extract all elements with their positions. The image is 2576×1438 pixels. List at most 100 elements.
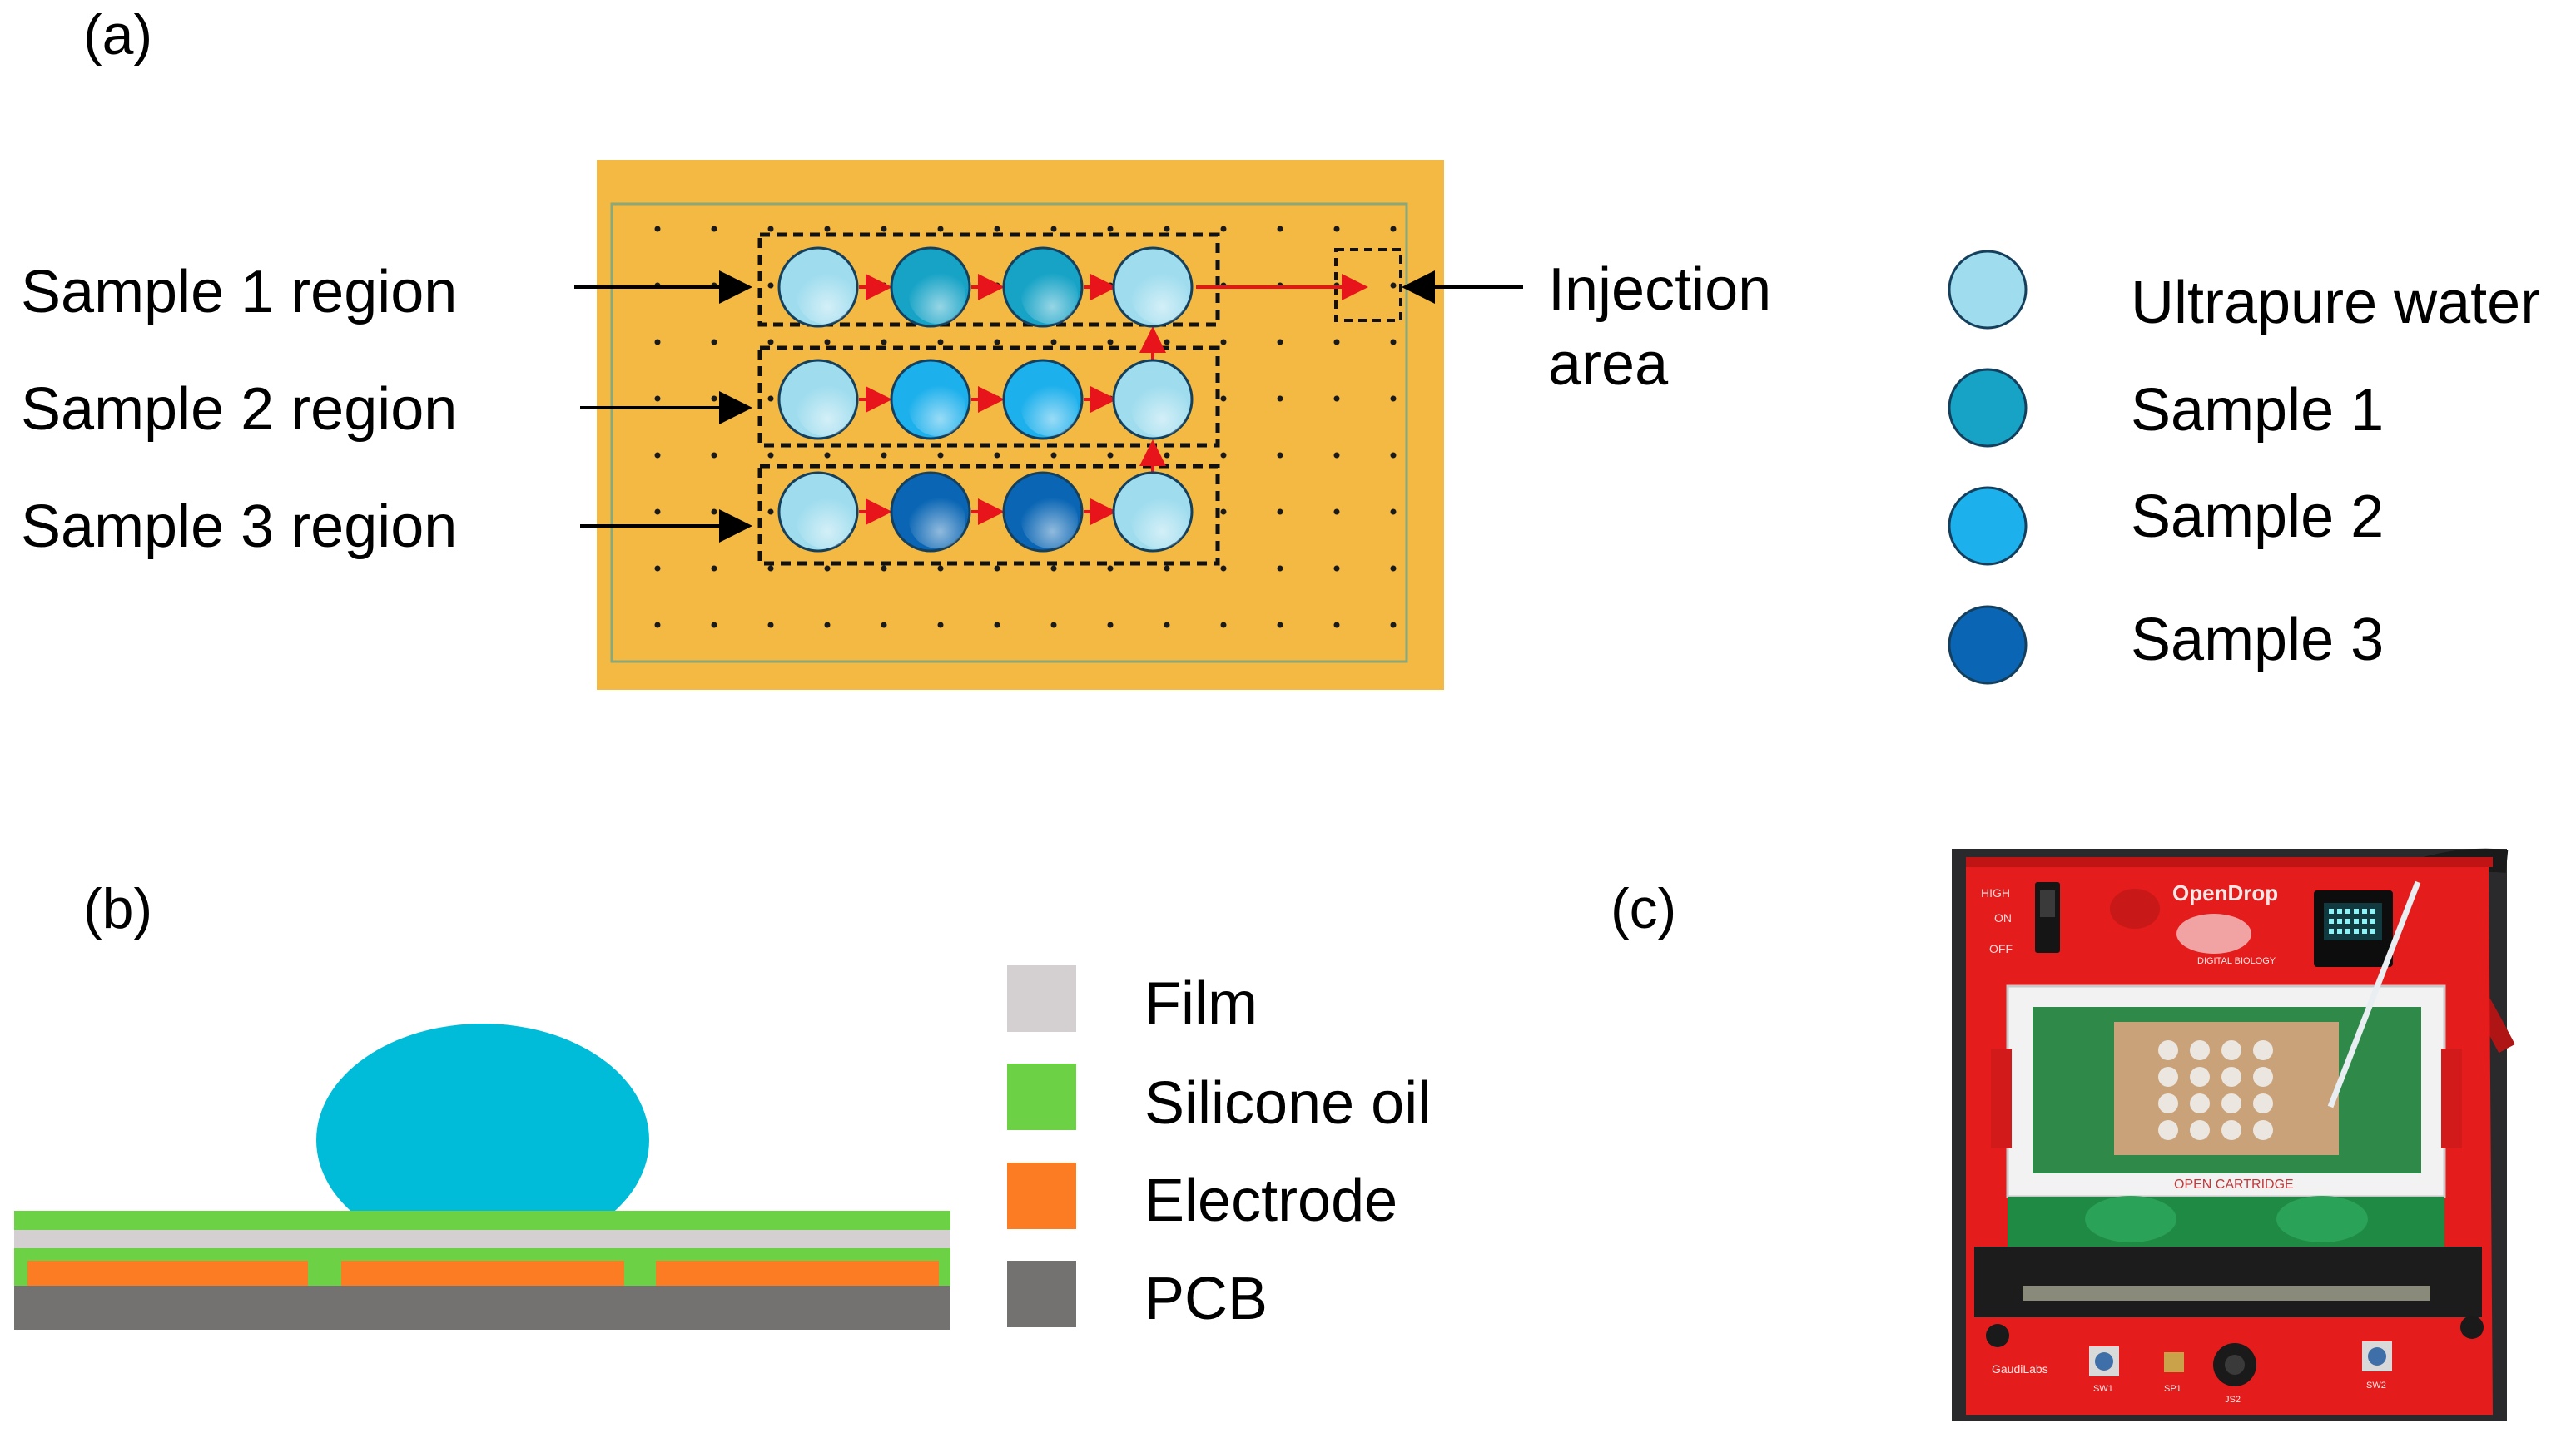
electrode-dot <box>937 622 944 628</box>
layer-legend: Film Silicone oil Electrode PCB <box>1007 965 1431 1332</box>
chip-droplet <box>2221 1067 2241 1087</box>
electrode-dot <box>994 226 1000 232</box>
panel-label-b: (b) <box>83 877 152 940</box>
board-pad <box>2085 1196 2176 1242</box>
droplet-highlight <box>909 492 965 548</box>
panel-a: Sample 1 region Sample 2 region Sample 3… <box>21 160 2540 690</box>
droplet-ultrapure-water <box>1112 246 1194 328</box>
electrode-grid <box>654 226 1397 628</box>
legend-item-film: Film <box>1007 965 1258 1037</box>
droplet-highlight <box>797 492 853 548</box>
electrode-segment <box>341 1261 624 1286</box>
droplet-sample-1 <box>890 246 971 328</box>
electrode-dot <box>1220 395 1227 402</box>
droplet-highlight <box>909 267 965 324</box>
chip-droplet <box>2190 1093 2210 1113</box>
droplet-highlight <box>797 379 853 436</box>
electrode-dot <box>937 565 944 572</box>
electrode-dot <box>1107 339 1114 345</box>
legend-swatch <box>1007 965 1076 1032</box>
legend-swatch <box>1007 1064 1076 1130</box>
chip-droplet <box>2221 1120 2241 1140</box>
electrode-dot <box>711 565 717 572</box>
droplet-grid <box>777 246 1194 553</box>
electrode-dot <box>654 622 661 628</box>
oled-pixel <box>2337 919 2342 924</box>
board-subtitle: DIGITAL BIOLOGY <box>2197 956 2276 966</box>
chip-droplet <box>2190 1120 2210 1140</box>
electrode-dot <box>994 622 1000 628</box>
electrode-dot <box>1333 565 1340 572</box>
board-pad <box>2276 1196 2368 1242</box>
electrode-dot <box>1164 452 1170 459</box>
electrode-dot <box>1220 226 1227 232</box>
button-sw1-cap <box>2095 1352 2113 1371</box>
chip-droplet <box>2158 1040 2178 1060</box>
power-switch-knob <box>2040 890 2055 917</box>
electrode-dot <box>1390 452 1397 459</box>
cartridge-label: OPEN CARTRIDGE <box>2174 1178 2294 1192</box>
electrode-dot <box>1390 622 1397 628</box>
electrode-dot <box>1390 282 1397 289</box>
button-label-sp1: SP1 <box>2164 1384 2181 1394</box>
electrode-dot <box>1164 226 1170 232</box>
chip-droplet <box>2253 1093 2273 1113</box>
electrode-dot <box>824 226 831 232</box>
droplet-ultrapure-water <box>777 359 859 440</box>
electrode-dot <box>711 395 717 402</box>
legend-swatch <box>1948 250 2028 330</box>
electrode-dot <box>1277 339 1283 345</box>
electrode-dot <box>881 226 887 232</box>
oled-pixel <box>2345 929 2350 934</box>
electrode-dot <box>1220 339 1227 345</box>
sample-1-region-label: Sample 1 region <box>21 259 457 325</box>
legend-swatch <box>1948 486 2028 566</box>
chip-droplet <box>2190 1040 2210 1060</box>
oled-pixel <box>2370 929 2375 934</box>
electrode-dot <box>711 622 717 628</box>
electrode-dot <box>654 226 661 232</box>
electrode-dot <box>1050 339 1057 345</box>
chip-electrode-array-outline <box>610 202 1408 663</box>
electrode-dot <box>711 226 717 232</box>
electrode-dot <box>1277 508 1283 515</box>
mounting-hole <box>2110 889 2160 929</box>
mounting-screw <box>1986 1324 2009 1347</box>
oled-pixel <box>2362 929 2367 934</box>
sample-3-region-box <box>757 464 1220 566</box>
panel-c-device-photo: HIGH ON OFF OpenDrop DIGITAL BIOLOGY OPE… <box>1952 848 2515 1421</box>
droplet-sample-2 <box>890 359 971 440</box>
oled-pixel <box>2362 909 2367 914</box>
chip-droplet <box>2253 1067 2273 1087</box>
joystick-js2-cap <box>2225 1355 2245 1375</box>
droplet-legend: Ultrapure water Sample 1 Sample 2 Sample… <box>1948 250 2540 685</box>
board-logo <box>2176 914 2251 954</box>
board-corner-shade <box>1966 857 2493 867</box>
chip-droplet <box>2221 1040 2241 1060</box>
legend-label: Sample 3 <box>2131 607 2384 673</box>
oled-pixel <box>2329 909 2334 914</box>
cartridge-connector-board <box>2008 1197 2444 1247</box>
legend-item-silicone-oil: Silicone oil <box>1007 1064 1431 1137</box>
electrode-dot <box>1220 508 1227 515</box>
legend-label: Electrode <box>1144 1168 1397 1234</box>
droplet-ultrapure-water <box>1112 471 1194 553</box>
electrode-dot <box>994 565 1000 572</box>
electrode-dot <box>1107 622 1114 628</box>
button-label-sw1: SW1 <box>2093 1384 2113 1394</box>
electrode-dot <box>1333 622 1340 628</box>
electrode-dot <box>711 452 717 459</box>
oled-pixel <box>2337 929 2342 934</box>
electrode-dot <box>767 282 774 289</box>
electrode-dot <box>1107 565 1114 572</box>
droplet-sample-3 <box>890 471 971 553</box>
droplet-highlight <box>909 379 965 436</box>
droplet-ultrapure-water <box>777 471 859 553</box>
electrode-dot <box>767 622 774 628</box>
electrode-dot <box>767 452 774 459</box>
droplet-ultrapure-water <box>1112 359 1194 440</box>
electrode-dot <box>767 226 774 232</box>
oled-pixel <box>2337 909 2342 914</box>
panel-label-a: (a) <box>83 3 152 67</box>
